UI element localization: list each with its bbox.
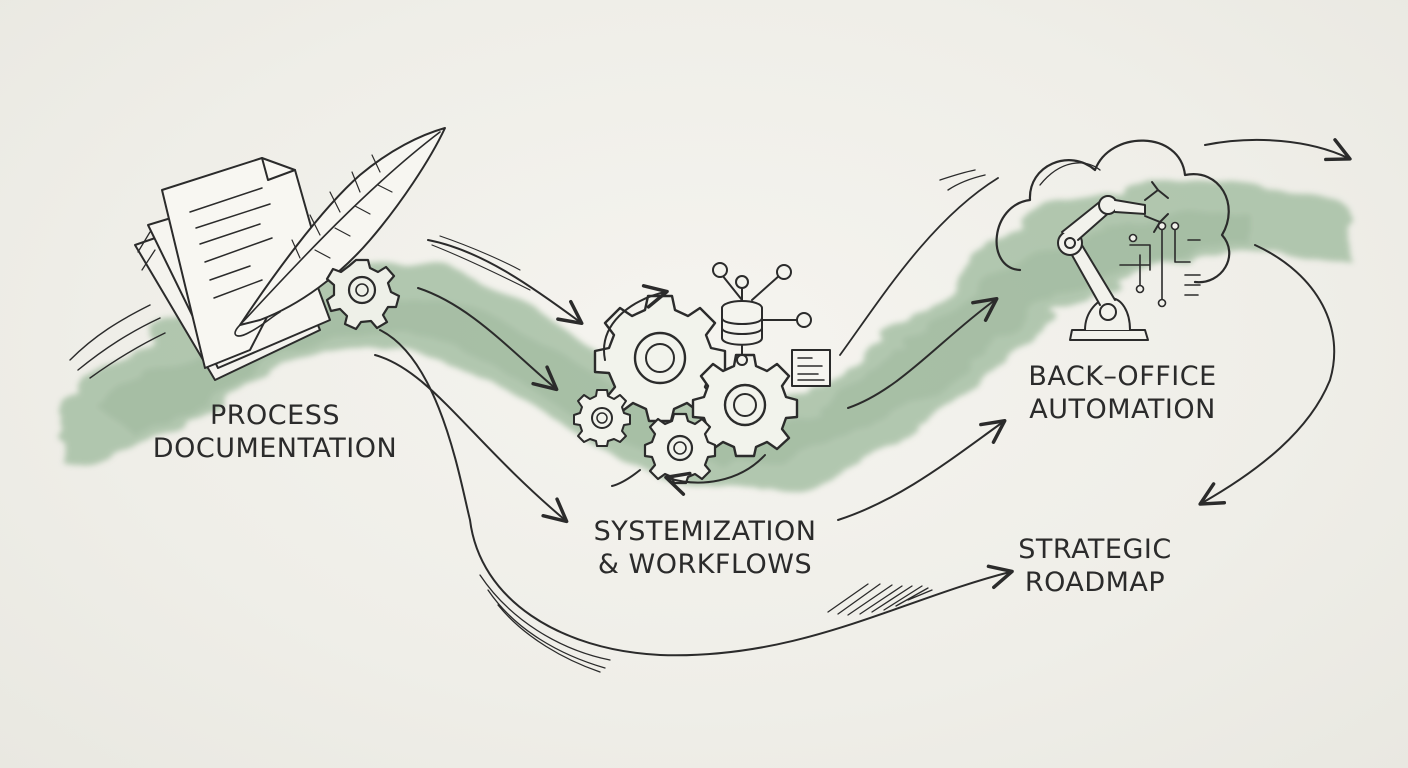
gears-cluster-icon [573,294,799,485]
stage-label-line: SYSTEMIZATION [593,516,817,547]
cycle-arrows-icon [603,284,766,496]
stage-label-line: DOCUMENTATION [152,433,398,464]
cloud-icon [995,139,1231,284]
stage-label-process-documentation: PROCESS DOCUMENTATION [150,399,400,465]
flow-arrows [374,138,1352,657]
network-nodes-icon [712,262,812,366]
database-icon [721,300,763,346]
stage-label-line: AUTOMATION [1029,394,1216,425]
stage-label-line: ROADMAP [1024,567,1166,598]
stage-label-systemization-workflows: SYSTEMIZATION & WORKFLOWS [575,515,835,581]
form-icon [791,349,831,387]
circuit-icon [1119,221,1201,308]
hatch-shading [431,235,933,673]
stage-label-line: & WORKFLOWS [597,549,813,580]
stage-label-line: BACK–OFFICE [1028,361,1217,392]
document-stack-icon [134,157,331,381]
stage-label-line: STRATEGIC [1018,534,1172,565]
gear-icon [325,258,401,331]
stage-label-back-office-automation: BACK–OFFICE AUTOMATION [1000,360,1245,426]
robotic-arm-icon [1057,181,1169,341]
stage-label-line: PROCESS [210,400,340,431]
stage-label-strategic-roadmap: STRATEGIC ROADMAP [995,533,1195,599]
